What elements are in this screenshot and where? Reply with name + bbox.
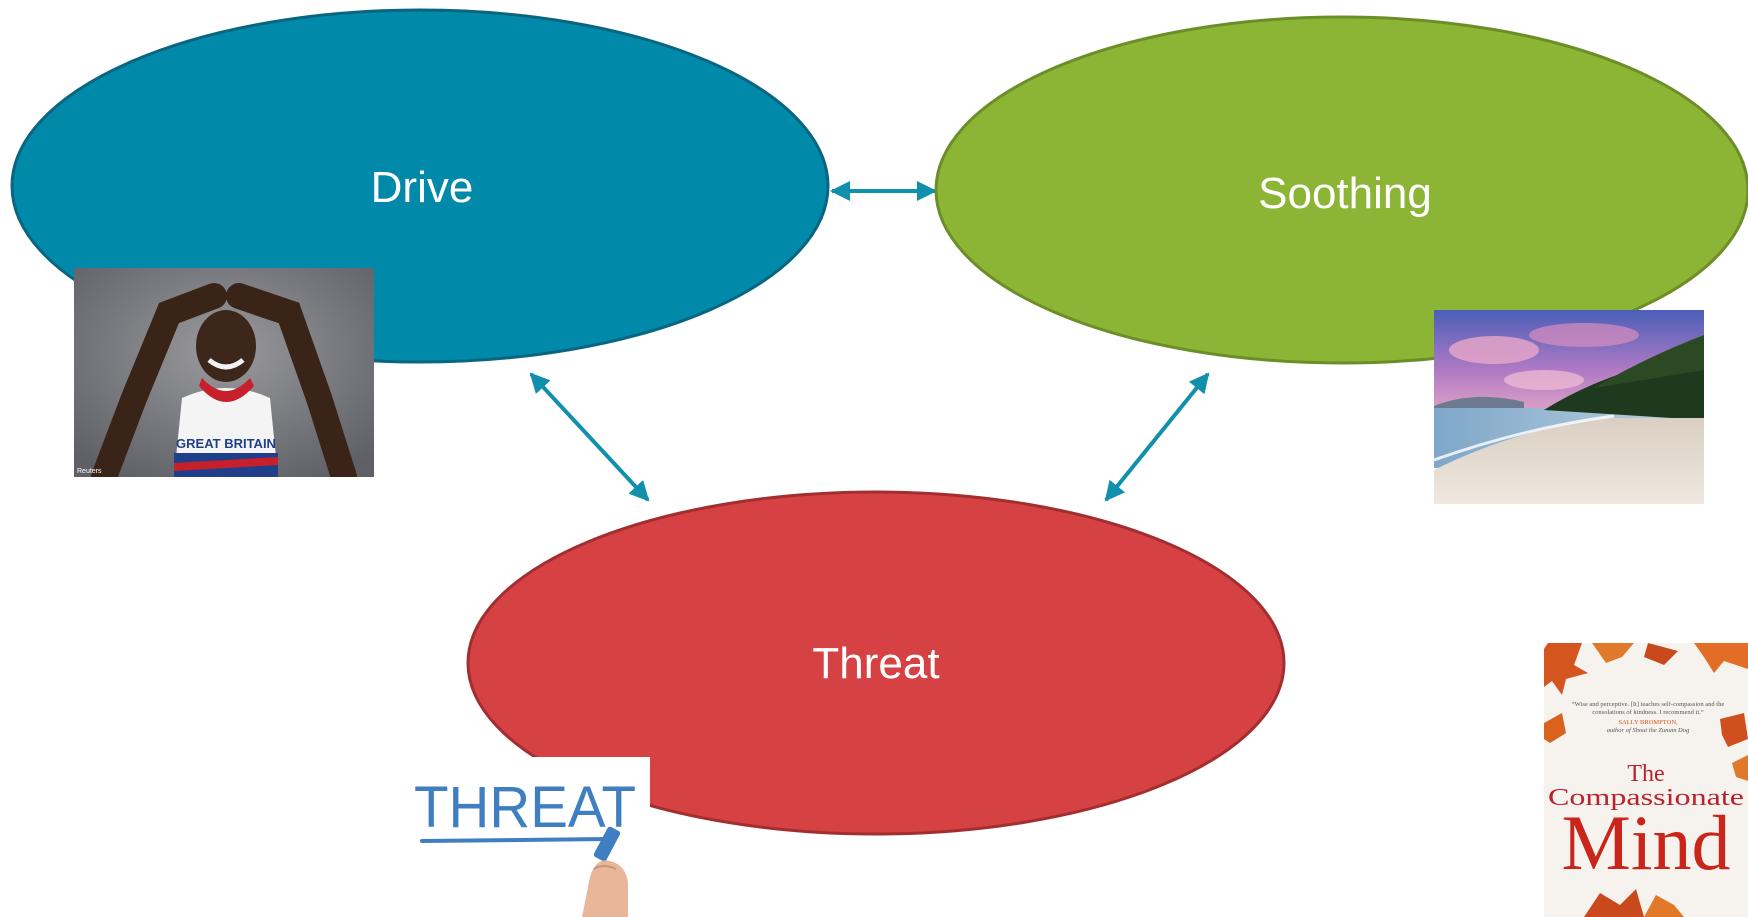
book-quote-author: SALLY BROMPTON, [1618, 719, 1678, 726]
book-title-compassionate: Compassionate [1548, 785, 1744, 811]
book-title-the: The [1627, 761, 1664, 787]
soothing-label: Soothing [1258, 169, 1432, 218]
drive-label: Drive [371, 163, 474, 212]
book-quote: “Wise and perceptive. [It] teaches self-… [1571, 701, 1725, 716]
threat-label: Threat [812, 639, 939, 688]
arrow-soothing-threat [1104, 372, 1210, 502]
book-cover: “Wise and perceptive. [It] teaches self-… [1544, 643, 1748, 917]
soothing-ellipse [934, 15, 1748, 365]
book-quote-author-note: author of Shout the Zunam Dog [1606, 727, 1690, 734]
athlete-photo: GREAT BRITAIN Reuters [74, 268, 374, 477]
book-title-mind: Mind [1561, 799, 1730, 886]
threat-sign-text: THREAT [414, 775, 636, 840]
threat-sign-image: THREAT [404, 757, 650, 917]
photo-credit: Reuters [77, 468, 102, 475]
arrow-drive-threat [529, 372, 650, 502]
vest-text: GREAT BRITAIN [176, 436, 276, 451]
beach-photo [1434, 310, 1704, 504]
threat-ellipse [466, 490, 1286, 836]
